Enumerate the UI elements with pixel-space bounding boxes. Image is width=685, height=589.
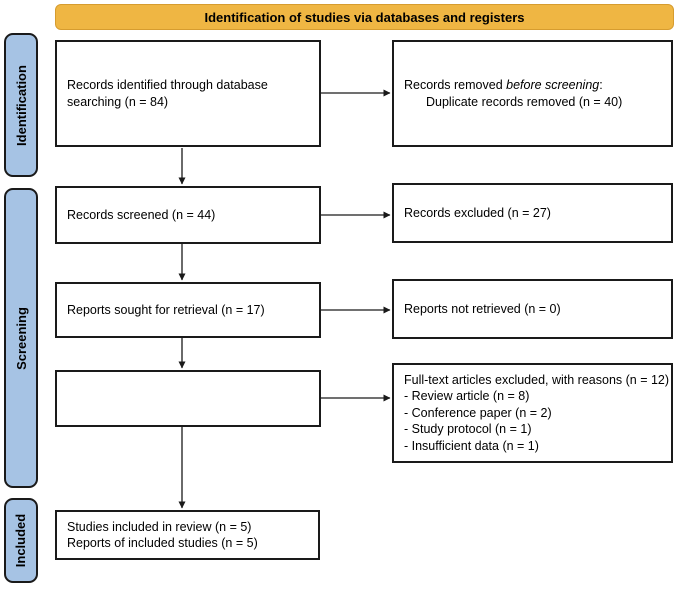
box-records-identified-text: Records identified through database sear… <box>67 78 268 109</box>
box-records-removed: Records removed before screening: Duplic… <box>392 40 673 147</box>
box-reports-not-retrieved: Reports not retrieved (n = 0) <box>392 279 673 339</box>
fulltext-reason-2: - Conference paper (n = 2) <box>404 405 552 420</box>
banner-databases-registers: Identification of studies via databases … <box>55 4 674 30</box>
box-records-screened: Records screened (n = 44) <box>55 186 321 244</box>
box-records-identified: Records identified through database sear… <box>55 40 321 147</box>
stage-label-identification: Identification <box>4 33 38 177</box>
stage-screening-text: Screening <box>13 306 29 370</box>
box-reports-sought: Reports sought for retrieval (n = 17) <box>55 282 321 338</box>
box-studies-included-line2: Reports of included studies (n = 5) <box>67 536 258 550</box>
box-records-excluded: Records excluded (n = 27) <box>392 183 673 243</box>
removed-italic-text: before screening <box>506 78 600 92</box>
fulltext-reason-4: - Insufficient data (n = 1) <box>404 438 539 453</box>
box-reports-not-retrieved-text: Reports not retrieved (n = 0) <box>404 301 561 316</box>
fulltext-reason-3: - Study protocol (n = 1) <box>404 422 532 437</box>
box-reports-sought-text: Reports sought for retrieval (n = 17) <box>67 302 265 317</box>
box-records-excluded-text: Records excluded (n = 27) <box>404 205 551 220</box>
removed-prefix-text: Records removed <box>404 78 507 92</box>
fulltext-reason-1: - Review article (n = 8) <box>404 389 530 404</box>
box-records-screened-text: Records screened (n = 44) <box>67 207 216 222</box>
box-records-removed-title: Records removed before screening: <box>404 77 661 94</box>
banner-label: Identification of studies via databases … <box>204 9 525 25</box>
box-fulltext-excluded: Full-text articles excluded, with reason… <box>392 363 673 463</box>
removed-suffix-text: : <box>599 78 603 92</box>
stage-label-screening: Screening <box>4 188 38 488</box>
stage-included-text: Included <box>13 513 29 568</box>
box-reports-assessed <box>55 370 321 427</box>
box-fulltext-excluded-title: Full-text articles excluded, with reason… <box>404 372 670 387</box>
stage-label-included: Included <box>4 498 38 583</box>
box-studies-included-line1: Studies included in review (n = 5) <box>67 519 252 534</box>
stage-identification-text: Identification <box>13 64 29 146</box>
box-records-removed-detail: Duplicate records removed (n = 40) <box>426 94 623 109</box>
box-studies-included: Studies included in review (n = 5) Repor… <box>55 510 320 560</box>
